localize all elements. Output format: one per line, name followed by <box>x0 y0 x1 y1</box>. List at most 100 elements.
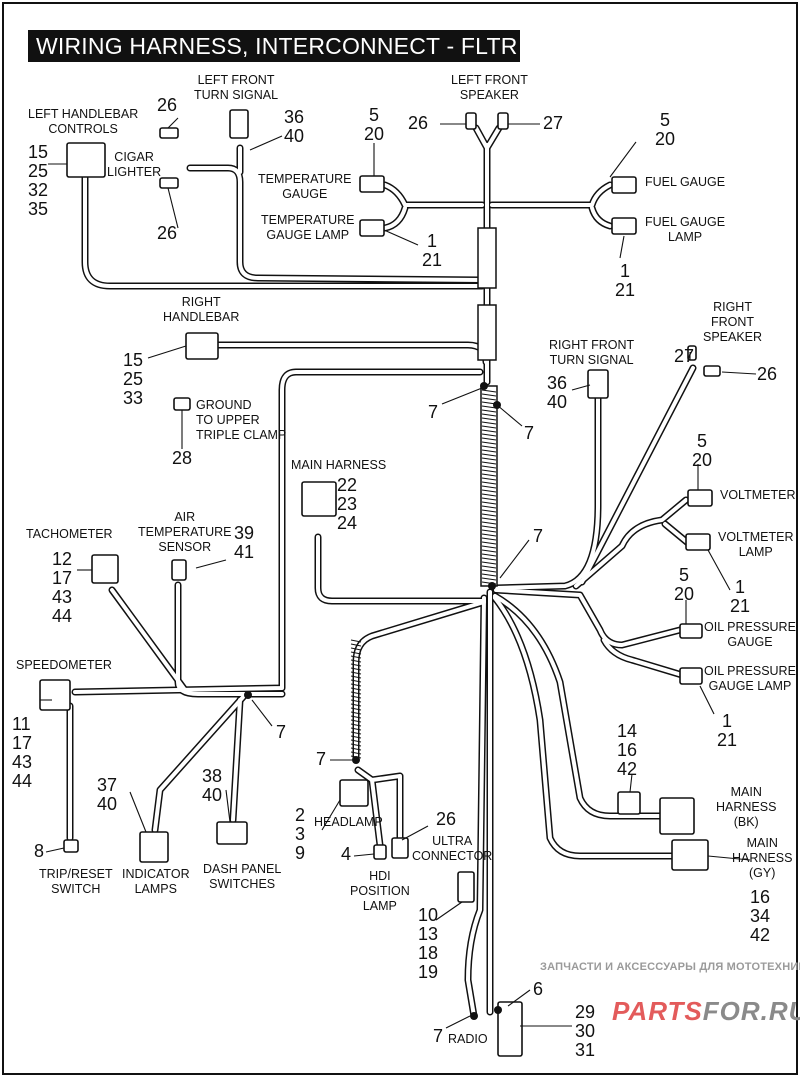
label-dash-panel-switches: DASH PANEL SWITCHES <box>203 862 282 891</box>
label-oil-gauge-lamp: OIL PRESSURE GAUGE LAMP <box>704 664 796 693</box>
watermark-logo: PARTSFOR.RU <box>612 996 800 1026</box>
cigar-connector-bottom <box>159 177 179 189</box>
conduit-coil-ring <box>481 565 497 569</box>
headlamp-loom-ring <box>350 747 362 751</box>
leader-line <box>353 853 375 857</box>
refs-right-turn-signal: 36 40 <box>547 373 568 412</box>
wire-fuel-gauge <box>490 183 612 207</box>
conduit-coil-ring <box>481 517 497 521</box>
label-fuel-gauge: FUEL GAUGE <box>645 175 726 189</box>
right-handlebar-connector <box>185 332 219 360</box>
refs-tachometer: 12 17 43 44 <box>52 549 73 626</box>
conduit-coil-ring <box>481 413 497 417</box>
wire-voltmeter <box>574 498 688 588</box>
refs-right-handlebar: 15 25 33 <box>123 350 144 408</box>
conduit-coil-ring <box>481 541 497 545</box>
headlamp-loom-ring <box>350 683 362 687</box>
cable-clip <box>488 582 496 590</box>
refs-oil-gauge: 5 20 <box>674 565 695 604</box>
conduit-coil-ring <box>481 569 497 573</box>
refs-indicator: 37 40 <box>97 775 118 814</box>
refs-fuel-gauge: 5 20 <box>655 110 676 149</box>
trunk-sleeve-lower <box>477 304 497 361</box>
conduit-coil-ring <box>481 397 497 401</box>
refs-radio: 29 30 31 <box>575 1002 596 1060</box>
refs-temp-lamp: 1 21 <box>422 231 443 270</box>
headlamp-loom-ring <box>350 699 362 703</box>
refs-main-gy: 16 34 42 <box>750 887 771 945</box>
conduit-coil-ring <box>481 441 497 445</box>
label-speedometer: SPEEDOMETER <box>16 658 112 672</box>
leader-line <box>609 141 637 178</box>
leader-line <box>195 559 227 569</box>
leader-line <box>499 539 530 579</box>
headlamp-loom-ring <box>350 739 362 743</box>
refs-fuel-lamp: 1 21 <box>615 261 636 300</box>
label-temp-gauge: TEMPERATURE GAUGE <box>258 172 352 201</box>
label-ultra-connector: ULTRA CONNECTOR <box>412 834 493 863</box>
conduit-coil-ring <box>481 437 497 441</box>
fuel-gauge-connector <box>611 176 637 194</box>
leader-line <box>507 989 531 1007</box>
conduit-coil-ring <box>481 469 497 473</box>
label-fuel-gauge-lamp: FUEL GAUGE LAMP <box>645 215 726 244</box>
conduit-coil-ring <box>481 537 497 541</box>
headlamp-loom-ring <box>350 639 362 643</box>
tachometer-connector <box>91 554 119 584</box>
leader-line <box>401 825 429 841</box>
headlamp-loom-ring <box>350 659 362 663</box>
conduit-coil-ring <box>481 457 497 461</box>
label-left-handlebar: LEFT HANDLEBAR CONTROLS <box>28 107 139 136</box>
headlamp-loom-ring <box>350 671 362 675</box>
left-speaker-connector-27 <box>497 112 509 130</box>
headlamp-loom-ring <box>350 643 362 647</box>
leader-line <box>167 117 179 129</box>
headlamp-loom-ring <box>350 707 362 711</box>
conduit-coil-ring <box>481 505 497 509</box>
conduit-coil-ring <box>481 489 497 493</box>
label-right-handlebar: RIGHT HANDLEBAR <box>163 295 240 324</box>
headlamp-loom-ring <box>350 731 362 735</box>
cable-clip <box>493 401 501 409</box>
wire-right-speaker <box>580 366 695 584</box>
conduit-coil-ring <box>481 473 497 477</box>
headlamp-loom-ring <box>350 675 362 679</box>
wire-fuel-lamp <box>590 206 612 228</box>
refs-main-harness: 22 23 24 <box>337 475 358 533</box>
label-left-turn-signal: LEFT FRONT TURN SIGNAL <box>194 73 279 102</box>
wire-air-temp-outline <box>174 581 286 698</box>
label-right-speaker: RIGHT FRONT SPEAKER <box>703 300 763 344</box>
refs-voltmeter-lamp: 1 21 <box>730 577 751 616</box>
wire-cigar-lighter <box>188 166 484 282</box>
voltmeter-lamp-connector <box>685 533 711 551</box>
leader-line <box>707 549 731 591</box>
main-harness-gy-connector <box>671 839 709 871</box>
wire-radio-lead-b <box>466 596 486 1018</box>
label-voltmeter: VOLTMETER <box>720 488 796 502</box>
conduit-coil-ring <box>481 477 497 481</box>
wire-voltmeter-lamp <box>663 522 690 545</box>
leader-line <box>707 855 751 861</box>
main-harness-connector <box>301 481 337 517</box>
ref-clip-d: 7 <box>276 722 287 742</box>
headlamp-loom-ring <box>350 743 362 747</box>
conduit-coil-ring <box>481 409 497 413</box>
headlamp-loom-ring <box>350 703 362 707</box>
conduit-coil-ring <box>481 493 497 497</box>
leader-line <box>435 901 463 921</box>
wire-temp-lamp <box>383 206 407 230</box>
conduit-coil-ring <box>481 509 497 513</box>
conduit-coil-ring <box>481 389 497 393</box>
headlamp-loom-ring <box>350 667 362 671</box>
leader-line <box>571 384 591 391</box>
label-oil-gauge: OIL PRESSURE GAUGE <box>704 620 796 649</box>
conduit-coil-ring <box>481 433 497 437</box>
conduit-coil-ring <box>481 481 497 485</box>
label-main-harness-bk: MAIN HARNESS (BK) <box>716 785 777 829</box>
leader-line <box>251 699 273 727</box>
wire-headlamp <box>354 600 486 762</box>
wire-right-handlebar-outline <box>214 341 490 366</box>
cable-clip <box>352 756 360 764</box>
wire-ultra-connector <box>356 768 402 840</box>
